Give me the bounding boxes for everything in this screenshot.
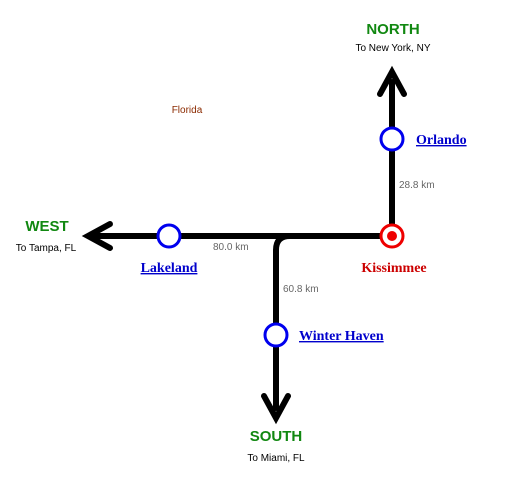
station-link-winter-haven[interactable]: Winter Haven bbox=[299, 329, 384, 344]
direction-west-label: WEST bbox=[25, 218, 68, 235]
direction-south-destination: To Miami, FL bbox=[247, 453, 305, 464]
station-marker-orlando[interactable] bbox=[379, 126, 405, 152]
north-arrowhead bbox=[377, 65, 407, 97]
west-arrowhead bbox=[81, 221, 113, 251]
south-arrowhead bbox=[261, 393, 291, 425]
station-link-orlando[interactable]: Orlando bbox=[416, 133, 467, 148]
direction-south-label: SOUTH bbox=[250, 428, 303, 445]
direction-north-destination: To New York, NY bbox=[355, 43, 430, 54]
station-link-lakeland[interactable]: Lakeland bbox=[141, 261, 198, 276]
distance-lakeland: 80.0 km bbox=[213, 242, 249, 253]
distance-orlando: 28.8 km bbox=[399, 180, 435, 191]
direction-north-label: NORTH bbox=[366, 21, 419, 38]
current-station-marker-center bbox=[387, 231, 397, 241]
current-station-name: Kissimmee bbox=[361, 261, 426, 276]
region-label: Florida bbox=[172, 105, 203, 116]
station-marker-lakeland[interactable] bbox=[156, 223, 182, 249]
direction-west-destination: To Tampa, FL bbox=[16, 243, 77, 254]
distance-winter-haven: 60.8 km bbox=[283, 284, 319, 295]
station-marker-winter-haven[interactable] bbox=[263, 322, 289, 348]
